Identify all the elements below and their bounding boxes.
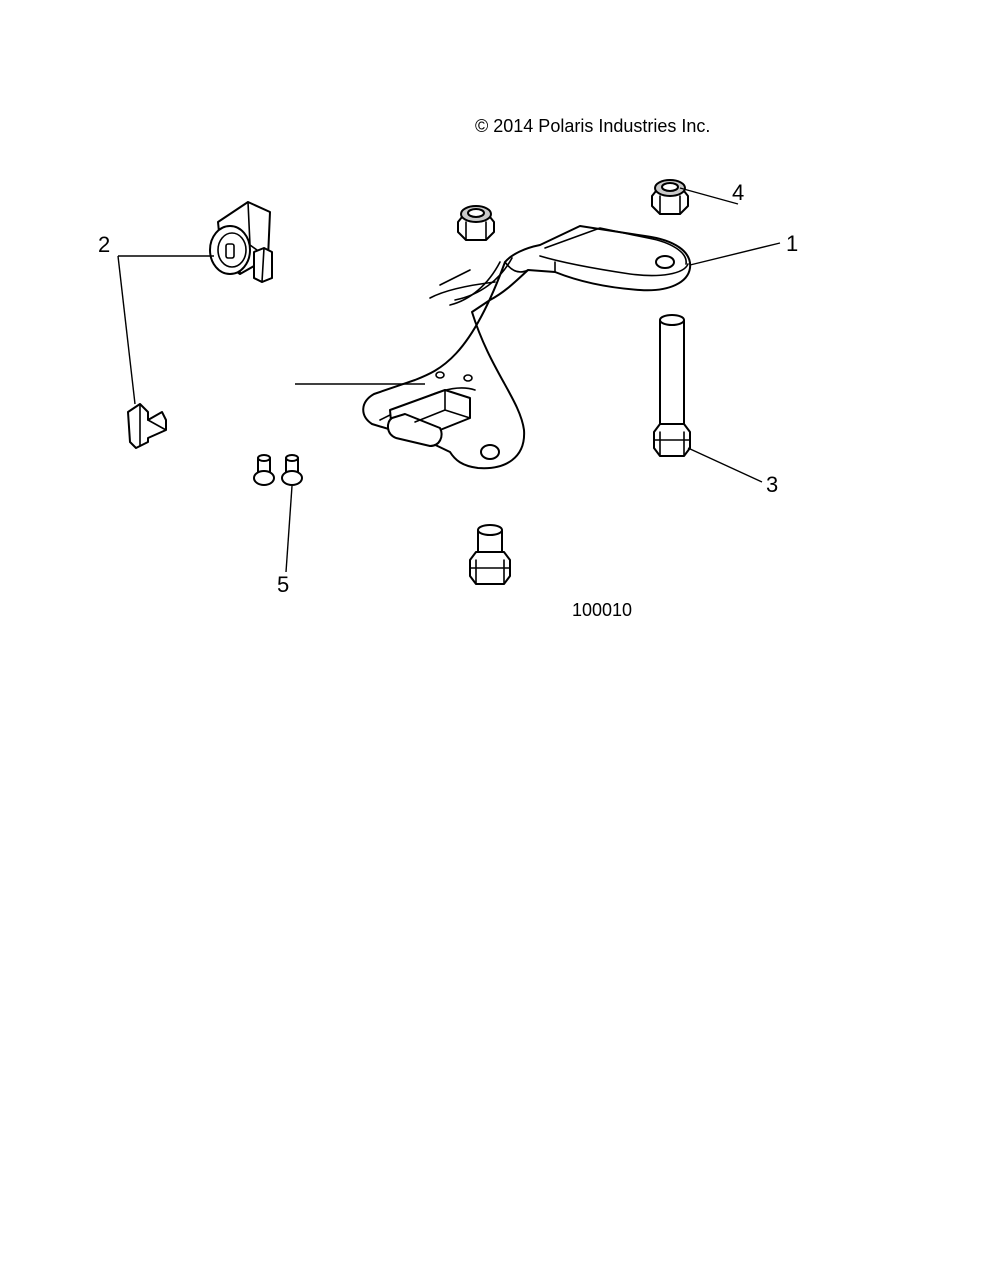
leader-1 xyxy=(689,242,781,266)
screw-right xyxy=(281,454,303,486)
leader-5 xyxy=(285,485,293,573)
lock-cylinder-part xyxy=(209,201,273,283)
lock-nut-left xyxy=(457,205,495,241)
hex-bolt-bottom xyxy=(469,524,511,585)
lock-nut-right xyxy=(651,179,689,215)
callout-4: 4 xyxy=(732,180,744,205)
callout-1: 1 xyxy=(786,231,798,256)
diagram-id: 100010 xyxy=(572,600,632,620)
copyright-text: © 2014 Polaris Industries Inc. xyxy=(475,116,710,136)
callout-3: 3 xyxy=(766,472,778,497)
callout-2: 2 xyxy=(98,232,110,257)
screw-left xyxy=(253,454,275,486)
callout-5: 5 xyxy=(277,572,289,597)
leader-4 xyxy=(679,187,739,205)
hex-bolt-right xyxy=(653,314,691,457)
leader-3 xyxy=(687,447,763,483)
bracket-part xyxy=(362,225,692,470)
leader-2-key xyxy=(117,255,136,405)
key-part xyxy=(127,403,167,449)
